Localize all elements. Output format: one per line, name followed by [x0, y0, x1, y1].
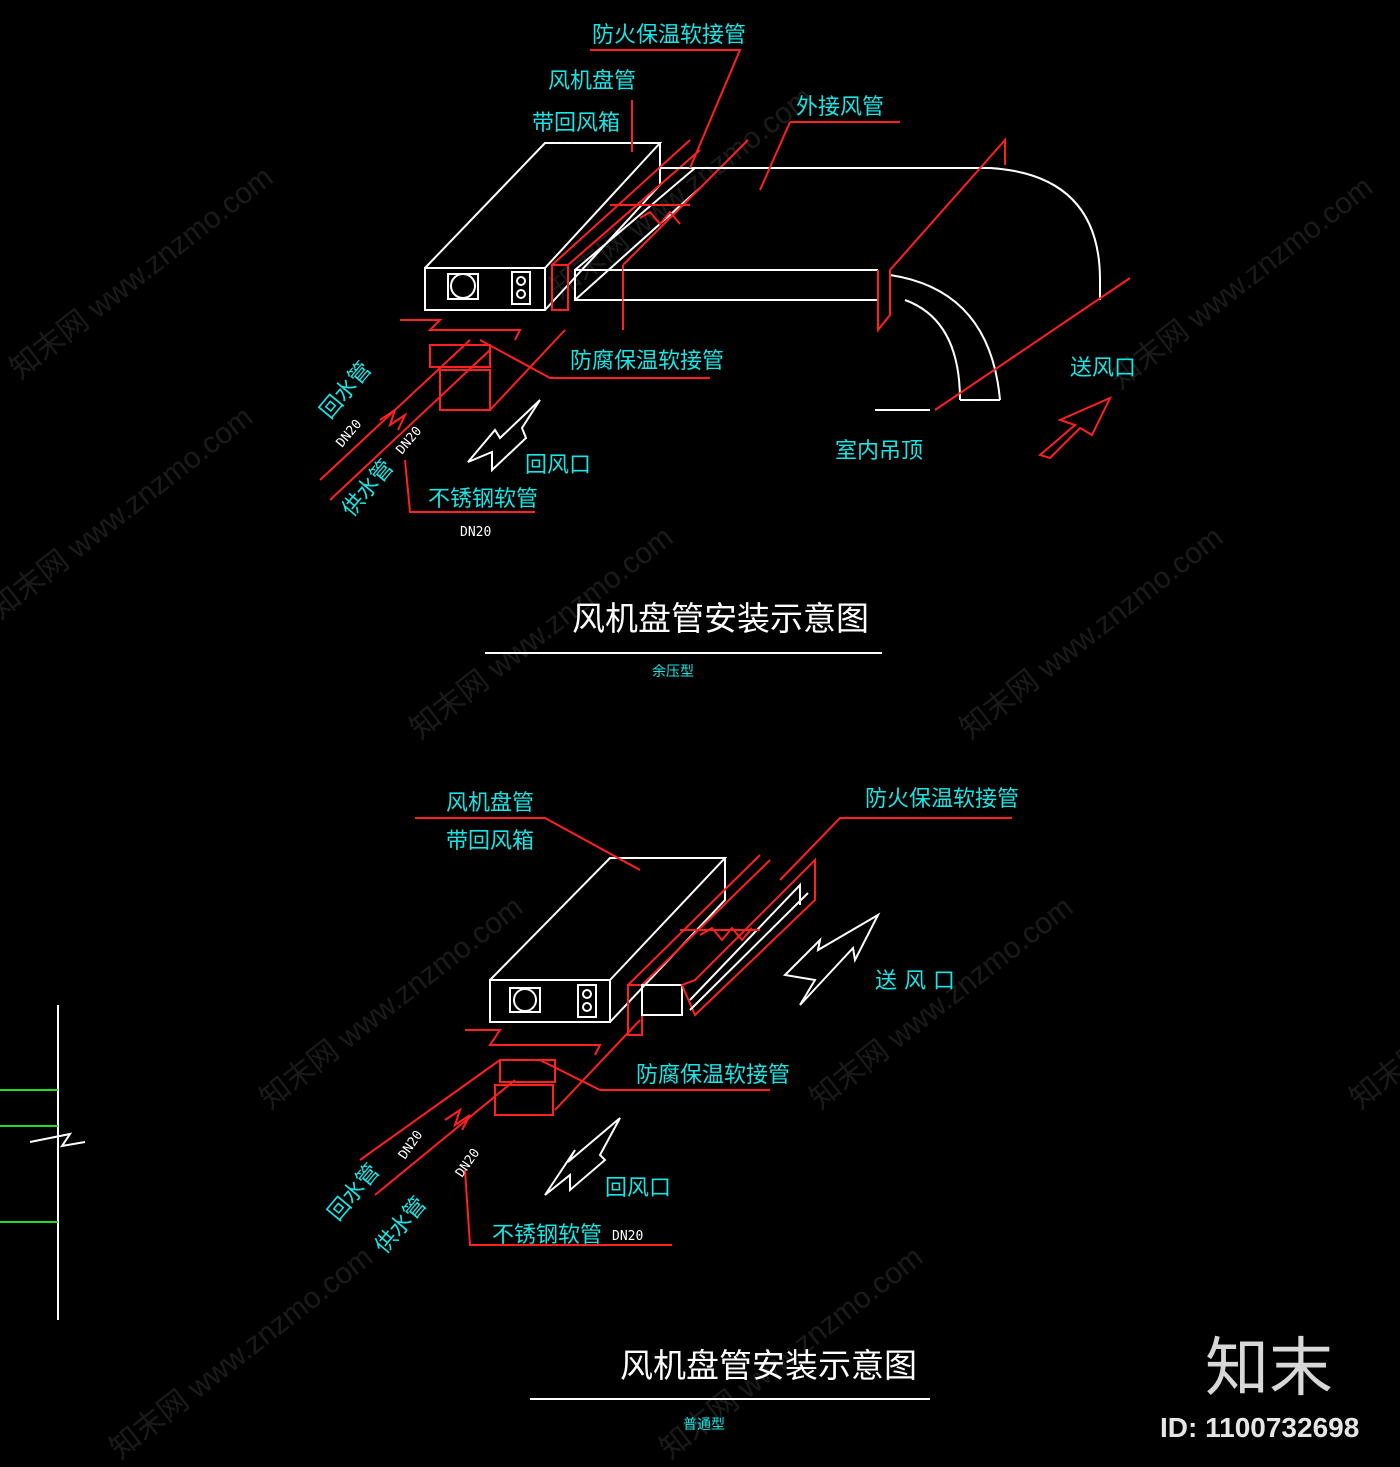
left-edge-fragment: [0, 1005, 86, 1320]
label-supply-outlet: 送风口: [1070, 356, 1136, 381]
leader-lines: [415, 817, 1012, 1400]
label-anticorr-flex: 防腐保温软接管: [636, 1063, 790, 1088]
water-pipes: [359, 1019, 641, 1196]
brand-id: ID: 1100732698: [1160, 1412, 1359, 1443]
label-dn-a: DN20: [334, 417, 366, 451]
watermark-text: 知末网 www.znzmo.com: [0, 400, 259, 625]
watermark-text: 知末网 www.znzmo.com: [954, 520, 1229, 745]
label-ss-hose: 不锈钢软管: [428, 487, 538, 512]
label-return-inlet: 回风口: [605, 1176, 671, 1201]
label-fcu-line2: 带回风箱: [532, 111, 620, 136]
label-ext-duct: 外接风管: [796, 95, 884, 120]
watermark-text: 知末网 www.znzmo.com: [254, 890, 529, 1115]
diagram-top-title: 风机盘管安装示意图: [572, 599, 869, 638]
return-arrow-icon: [467, 399, 541, 473]
label-fcu-line2: 带回风箱: [446, 829, 534, 854]
brand-logo: 知末: [1205, 1332, 1333, 1406]
supply-arrow-icon: [1037, 395, 1113, 460]
label-anticorr-flex: 防腐保温软接管: [570, 349, 724, 374]
label-supply-pipe: 供水管: [370, 1192, 432, 1259]
fan-icon: [513, 988, 537, 1012]
diagram-bottom-title: 风机盘管安装示意图: [620, 1346, 917, 1385]
watermark-text: 知末网 www.znzmo.com: [804, 890, 1079, 1115]
label-fire-flex: 防火保温软接管: [865, 787, 1019, 812]
watermark-text: 知末网 www.znzmo.com: [1104, 170, 1379, 395]
supply-duct: [627, 854, 816, 1036]
supply-arrow-icon: [782, 912, 881, 1006]
brand-block: 知末 ID: 1100732698: [1160, 1332, 1359, 1443]
diagram-top-subtitle: 余压型: [652, 663, 694, 680]
return-arrow-icon: [544, 1117, 621, 1196]
diagram-bottom: 风机盘管 带回风箱 防火保温软接管 送 风 口 防腐保温软接管 DN20 DN2…: [323, 787, 1019, 1433]
label-supply-outlet: 送 风 口: [875, 969, 955, 994]
watermark-text: 知末网 www.znzmo.com: [4, 160, 279, 385]
fan-coil-unit: [489, 857, 728, 1023]
supply-duct: [551, 137, 1131, 411]
label-return-inlet: 回风口: [525, 453, 591, 478]
watermark-text: 知末网 www.znzmo.com: [104, 1240, 379, 1465]
watermark-layer: 知末网 www.znzmo.com 知末网 www.znzmo.com 知末网 …: [0, 80, 1400, 1465]
fan-icon: [450, 273, 476, 299]
label-dn-b: DN20: [453, 1146, 483, 1180]
label-return-pipe: 回水管: [315, 357, 377, 424]
label-fire-flex: 防火保温软接管: [592, 23, 746, 48]
label-dn-c: DN20: [612, 1229, 643, 1244]
leader-lines: [404, 49, 900, 654]
watermark-text: 知末网 www.znzmo.com: [1344, 890, 1400, 1115]
label-ss-hose: 不锈钢软管: [492, 1223, 602, 1248]
diagram-top: 防火保温软接管 风机盘管 带回风箱 外接风管 防腐保温软接管 送风口 回水管 D…: [315, 23, 1136, 680]
label-fcu-line1: 风机盘管: [548, 69, 636, 94]
label-return-pipe: 回水管: [323, 1159, 385, 1226]
water-pipes: [319, 319, 566, 501]
label-ceiling: 室内吊顶: [835, 439, 923, 464]
label-fcu-line1: 风机盘管: [446, 791, 534, 816]
diagram-bottom-subtitle: 普通型: [683, 1417, 725, 1433]
label-dn-c: DN20: [460, 525, 491, 540]
